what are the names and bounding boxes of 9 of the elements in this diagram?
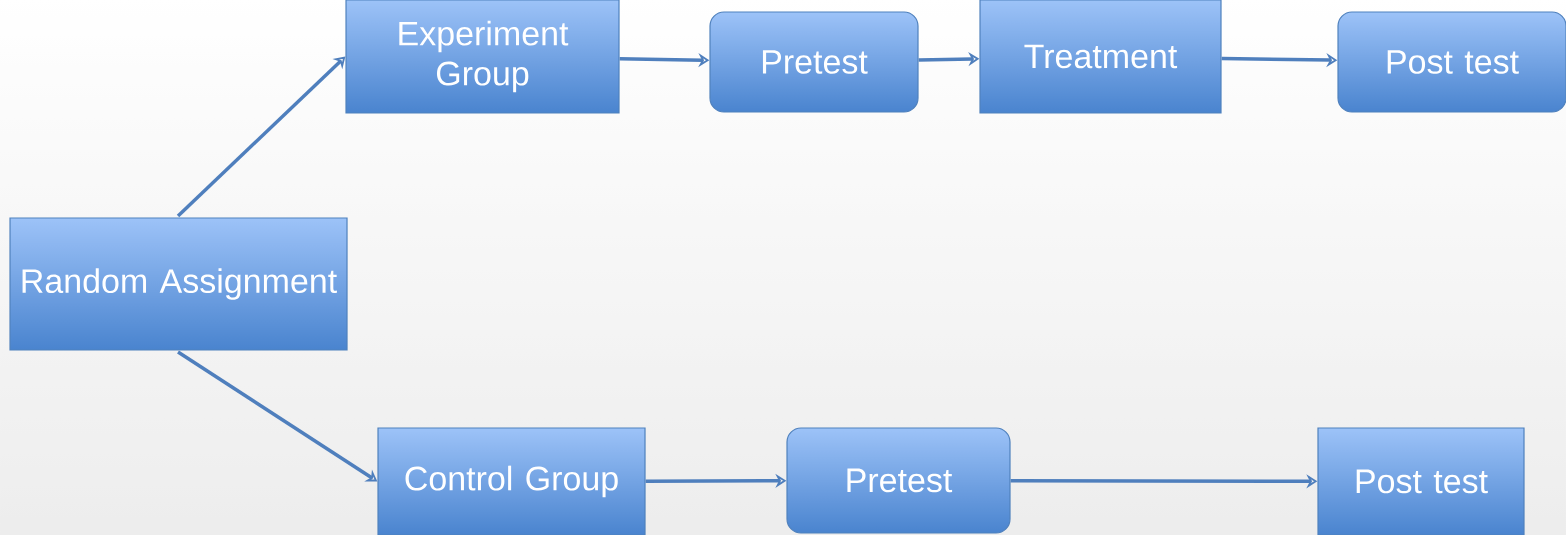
rounded-box: Pretest xyxy=(786,427,1011,534)
process-box: Post test xyxy=(1317,427,1525,535)
process-box: Experiment Group xyxy=(345,0,620,114)
process-box: Treatment xyxy=(979,0,1222,114)
arrow xyxy=(176,56,346,218)
rounded-box: Post test xyxy=(1337,11,1566,113)
process-box: Random Assignment xyxy=(9,217,348,351)
process-box: Control Group xyxy=(377,427,646,535)
rounded-box: Pretest xyxy=(709,11,919,113)
